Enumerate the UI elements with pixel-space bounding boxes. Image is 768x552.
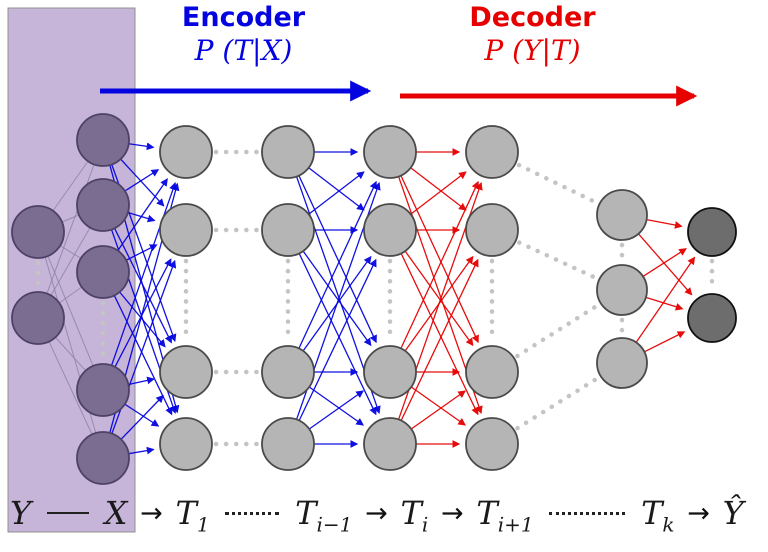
encoder-edge [119, 291, 166, 348]
node-ti+1 [465, 125, 519, 179]
node-ti-1 [261, 345, 315, 399]
decoder-edge [646, 219, 683, 229]
skip-dots-edge [516, 240, 598, 281]
node-y [11, 205, 65, 259]
axis-label-ti+1: Ti+1 [476, 494, 534, 537]
input-edge [37, 231, 104, 459]
node-x [76, 178, 130, 232]
skip-dots-edge [515, 303, 600, 359]
encoder-edge [110, 182, 177, 366]
node-ti [363, 345, 417, 399]
encoder-edge [298, 253, 377, 416]
node-t1 [159, 203, 213, 257]
node-ti+1 [465, 203, 519, 257]
axis-dots [225, 511, 280, 515]
decoder-edge [637, 233, 693, 296]
axis-dots [549, 511, 626, 515]
decoder-edge [400, 258, 479, 421]
axis-label-t1: T1 [175, 494, 210, 537]
axis-label-ti: Ti [400, 494, 429, 537]
encoder-edge [298, 180, 377, 349]
encoder-edge [308, 390, 364, 430]
node-ti+1 [465, 345, 519, 399]
node-ti+1 [465, 417, 519, 471]
encoder-edge [117, 178, 168, 251]
axis-label-x: X [104, 494, 128, 532]
node-x [76, 113, 130, 167]
decoder-edge [642, 248, 687, 278]
node-ti [363, 125, 417, 179]
encoder-edge [124, 169, 160, 192]
input-edge [37, 231, 104, 391]
node-ti-1 [261, 417, 315, 471]
node-yhat [687, 293, 737, 343]
axis-arrow-icon: → [365, 497, 388, 529]
node-tk [596, 337, 648, 389]
node-ti [363, 203, 417, 257]
axis-label-ti−1: Ti−1 [295, 494, 353, 537]
encoder-edge [128, 376, 155, 386]
decoder-title: Decoder [469, 2, 596, 33]
node-yhat [687, 207, 737, 257]
decoder-formula: P (Y|T) [484, 34, 581, 67]
encoder-edge [308, 167, 365, 211]
node-ti-1 [261, 125, 315, 179]
node-x [76, 363, 130, 417]
encoder-edge [128, 446, 155, 455]
node-x [76, 431, 130, 485]
encoder-formula: P (T|X) [194, 34, 293, 67]
node-t1 [159, 125, 213, 179]
node-x [76, 245, 130, 299]
decoder-edge [404, 250, 474, 347]
encoder-edge [298, 175, 377, 344]
axis-dash [46, 512, 89, 514]
encoder-title: Encoder [181, 2, 306, 33]
skip-dots-edge [516, 162, 599, 205]
decoder-edge [410, 386, 466, 426]
encoder-edge [113, 295, 173, 416]
decoder-edge [400, 180, 479, 349]
encoder-edge [128, 142, 155, 151]
decoder-edge [410, 171, 467, 215]
node-ti-1 [261, 203, 315, 257]
encoder-edge [124, 403, 160, 427]
input-edge [37, 139, 104, 319]
layer-axis: Y X → T1 Ti−1 → Ti → Ti+1 Tk → Ŷ [10, 484, 744, 542]
encoder-edge [113, 227, 172, 344]
skip-dots-edge [515, 376, 600, 431]
axis-arrow-icon: → [140, 497, 163, 529]
axis-label-tk: Tk [641, 494, 675, 537]
decoder-edge [400, 175, 479, 344]
decoder-edge [410, 390, 466, 430]
encoder-edge [120, 394, 164, 440]
axis-label-ŷ: Ŷ [722, 494, 744, 532]
encoder-edge [120, 158, 165, 207]
encoder-edge [302, 250, 372, 347]
encoder-edge [298, 258, 377, 421]
axis-label-y: Y [10, 494, 32, 532]
node-ti [363, 417, 417, 471]
decoder-edge [645, 296, 684, 311]
decoder-edge [644, 331, 686, 353]
node-y [11, 291, 65, 345]
node-tk [596, 189, 648, 241]
encoder-edge [308, 386, 364, 426]
decoder-edge [400, 253, 479, 416]
node-tk [596, 264, 648, 316]
decoder-edge [635, 256, 696, 343]
node-t1 [159, 345, 213, 399]
axis-arrow-icon: → [687, 497, 710, 529]
axis-arrow-icon: → [440, 497, 464, 529]
decoder-edge [410, 167, 467, 211]
node-t1 [159, 417, 213, 471]
encoder-edge [125, 244, 158, 261]
encoder-edge [308, 171, 365, 215]
